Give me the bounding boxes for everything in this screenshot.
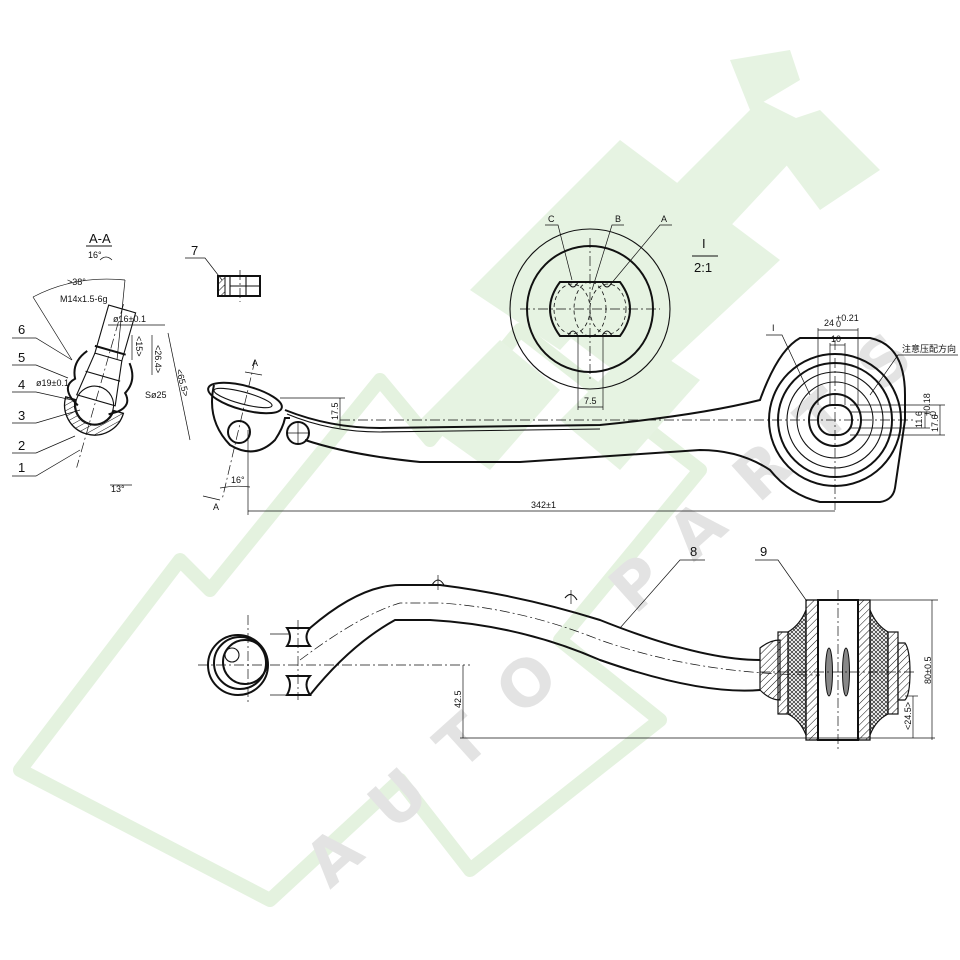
callout-8: 8: [619, 544, 705, 629]
inner-width-dimension: 10: [831, 334, 841, 344]
detail-marker: I: [772, 323, 775, 333]
svg-text:0: 0: [928, 411, 938, 416]
section-marker-top: A: [252, 358, 258, 368]
svg-text:+0.21: +0.21: [836, 313, 859, 323]
callout-b: B: [591, 214, 624, 291]
callout-a: A: [609, 214, 672, 286]
svg-text:C: C: [548, 214, 555, 224]
outer-width-dimension: 24: [824, 318, 834, 328]
side-view-arm: 8 9 42.5 80±0.5 <24.5>: [198, 544, 938, 750]
thread-dimension: M14x1.5-6g: [60, 294, 108, 304]
bushing-top-dimensions: I 24 +0.21 0 10 注意压配方向 11.6 17.6 +0.18 0: [766, 313, 958, 436]
callout-5: 5: [12, 350, 69, 379]
svg-text:1: 1: [18, 460, 25, 475]
slot-height-dimension: 11.6: [914, 411, 924, 428]
svg-text:5: 5: [18, 350, 25, 365]
svg-text:+0.18: +0.18: [922, 393, 932, 416]
neck-diameter-dimension: ø19±0.1: [36, 378, 69, 388]
section-view-a-a: A-A 16° >38° M14x1.5-6g ø16±0.1 <15>: [12, 231, 191, 494]
detail-view-i: 7.5 C B A I 2:1: [509, 214, 718, 410]
stud-diameter-dimension: ø16±0.1: [113, 314, 146, 324]
section-marker-bottom: A: [213, 502, 219, 512]
length-dimension: 342±1: [531, 500, 556, 510]
len-15-dimension: <15>: [134, 336, 144, 357]
ball-dimension: Sø25: [145, 390, 167, 400]
top-view-arm: A A 16° 17.5 342±1: [202, 337, 915, 515]
callout-3: 3: [12, 408, 81, 424]
bottom-angle-dimension: 13°: [111, 484, 125, 494]
callout-1: 1: [12, 449, 81, 477]
watermark: AUTO PARTS: [13, 50, 955, 907]
detail-width-dimension: 7.5: [584, 396, 597, 406]
detail-scale: 2:1: [694, 260, 712, 275]
svg-text:3: 3: [18, 408, 25, 423]
height-dimension: 17.5: [330, 402, 340, 420]
bushing-height-dimension: 80±0.5: [923, 657, 933, 684]
nut-view: 7: [185, 243, 261, 302]
section-title: A-A: [89, 231, 111, 246]
arm-angle-dimension: 16°: [231, 475, 245, 485]
callout-2: 2: [12, 435, 76, 454]
svg-text:0: 0: [836, 319, 841, 329]
svg-text:A: A: [661, 214, 667, 224]
callout-4: 4: [12, 377, 73, 401]
svg-text:8: 8: [690, 544, 697, 559]
offset-dimension: 42.5: [453, 690, 463, 708]
angle-dimension: >38°: [67, 277, 86, 287]
bushing-half-dimension: <24.5>: [903, 702, 913, 730]
detail-title: I: [702, 236, 706, 251]
callout-7: 7: [191, 243, 198, 258]
callout-9: 9: [755, 544, 807, 601]
slot-outer-dimension: 17.6: [930, 414, 940, 432]
callout-c: C: [545, 214, 573, 281]
press-fit-note: 注意压配方向: [902, 343, 956, 354]
svg-text:6: 6: [18, 322, 25, 337]
len-65-5-dimension: <65.5>: [174, 368, 191, 398]
section-rotation: 16°: [88, 250, 102, 260]
svg-text:B: B: [615, 214, 621, 224]
callout-6: 6: [12, 322, 73, 361]
svg-text:2: 2: [18, 438, 25, 453]
svg-text:4: 4: [18, 377, 25, 392]
svg-text:9: 9: [760, 544, 767, 559]
len-26-4-dimension: <26.4>: [153, 345, 163, 373]
